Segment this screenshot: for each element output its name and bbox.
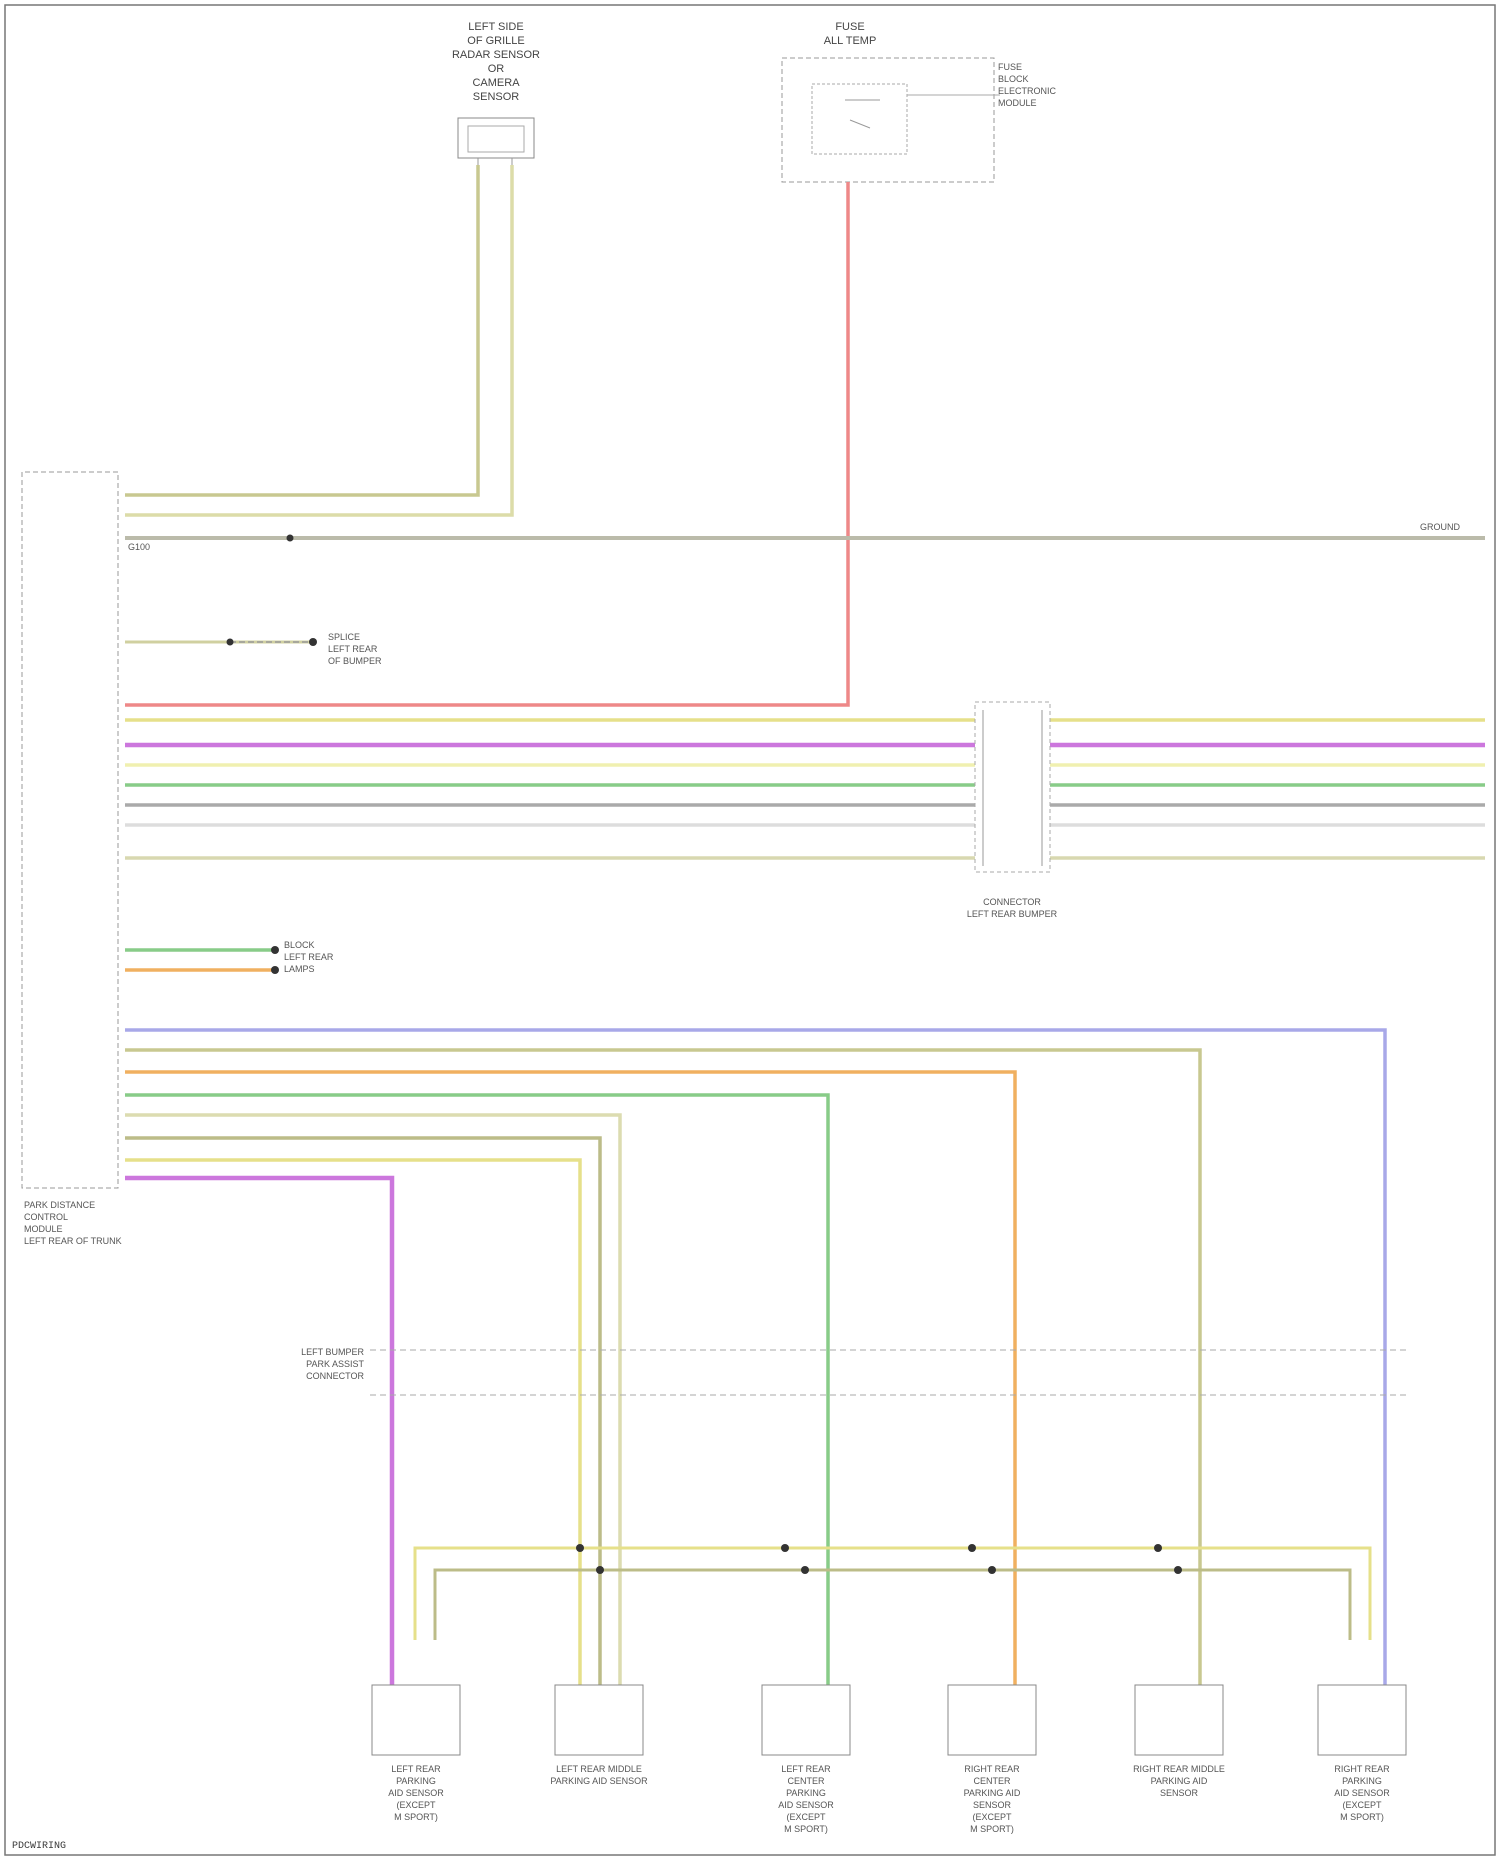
- ground-line: [125, 535, 1485, 542]
- sensor-2-line-1: PARKING AID SENSOR: [550, 1776, 648, 1786]
- label-splice-0: SPLICE: [328, 632, 360, 642]
- label-top-left-2: RADAR SENSOR: [452, 49, 540, 61]
- sensor-3-line-1: CENTER: [787, 1776, 825, 1786]
- sensor-box-1: [372, 1685, 460, 1755]
- sensor-drop-wires: [125, 1030, 1385, 1685]
- footer-code: PDCWIRING: [12, 1841, 66, 1852]
- label-fuse-right-0: FUSE: [998, 62, 1022, 72]
- label-top-left-3: OR: [488, 63, 505, 75]
- labels: LEFT SIDE OF GRILLE RADAR SENSOR OR CAME…: [12, 21, 1460, 1852]
- label-splice-2: OF BUMPER: [328, 656, 382, 666]
- label-blocks-mid-2: LAMPS: [284, 964, 315, 974]
- bottom-sensor-boxes: [372, 1685, 1406, 1755]
- label-top-left-4: CAMERA: [472, 77, 520, 89]
- label-fuse-right-1: BLOCK: [998, 74, 1029, 84]
- sensor-6-line-2: AID SENSOR: [1334, 1788, 1390, 1798]
- sensor-6-line-3: (EXCEPT: [1342, 1800, 1382, 1810]
- label-fuse-0: FUSE: [835, 21, 864, 33]
- sensor-1-line-1: PARKING: [396, 1776, 436, 1786]
- label-fuse-1: ALL TEMP: [824, 35, 877, 47]
- sensor-6-line-1: PARKING: [1342, 1776, 1382, 1786]
- sensor-5-line-0: RIGHT REAR MIDDLE: [1133, 1764, 1225, 1774]
- label-ground-right: GROUND: [1420, 522, 1460, 532]
- label-top-left-1: OF GRILLE: [467, 35, 524, 47]
- label-connector-mid-1: LEFT REAR BUMPER: [967, 909, 1058, 919]
- label-fuse-right-2: ELECTRONIC: [998, 86, 1057, 96]
- grille-sensor-connector: [458, 118, 534, 165]
- bus-wires: [125, 720, 1485, 858]
- label-blocks-mid-1: LEFT REAR: [284, 952, 334, 962]
- splice-bars: [415, 1544, 1370, 1640]
- label-module-3: LEFT REAR OF TRUNK: [24, 1236, 122, 1246]
- sensor-box-5: [1135, 1685, 1223, 1755]
- fuse-feed-wire: [125, 182, 848, 705]
- sensor-4-line-4: (EXCEPT: [972, 1812, 1012, 1822]
- label-splice-1: LEFT REAR: [328, 644, 378, 654]
- sensor-1-line-4: M SPORT): [394, 1812, 438, 1822]
- lamp-block-wires: [125, 946, 279, 974]
- sensor-5-line-2: SENSOR: [1160, 1788, 1199, 1798]
- label-ground-left: G100: [128, 542, 150, 552]
- sensor-3-line-5: M SPORT): [784, 1824, 828, 1834]
- label-connector-lower-1: PARK ASSIST: [306, 1359, 364, 1369]
- outer-frame: [5, 5, 1495, 1855]
- sensor-box-3: [762, 1685, 850, 1755]
- fuse-block: [782, 58, 1000, 182]
- sensor-6-line-4: M SPORT): [1340, 1812, 1384, 1822]
- sensor-3-line-2: PARKING: [786, 1788, 826, 1798]
- sensor-4-line-5: M SPORT): [970, 1824, 1014, 1834]
- sensor-1-line-2: AID SENSOR: [388, 1788, 444, 1798]
- label-module-2: MODULE: [24, 1224, 63, 1234]
- mid-connector: [975, 702, 1050, 872]
- label-connector-lower-2: CONNECTOR: [306, 1371, 364, 1381]
- sensor-4-line-0: RIGHT REAR: [964, 1764, 1020, 1774]
- label-fuse-right-3: MODULE: [998, 98, 1037, 108]
- sensor-box-6: [1318, 1685, 1406, 1755]
- sensor-2-line-0: LEFT REAR MIDDLE: [556, 1764, 642, 1774]
- sensor-3-line-3: AID SENSOR: [778, 1800, 834, 1810]
- label-module-0: PARK DISTANCE: [24, 1200, 95, 1210]
- sensor-3-line-4: (EXCEPT: [786, 1812, 826, 1822]
- sensor-4-line-2: PARKING AID: [964, 1788, 1021, 1798]
- sensor-3-line-0: LEFT REAR: [781, 1764, 831, 1774]
- lower-connector-lines: [370, 1350, 1410, 1395]
- label-blocks-mid-0: BLOCK: [284, 940, 315, 950]
- sensor-4-line-1: CENTER: [973, 1776, 1011, 1786]
- sensor-1-line-0: LEFT REAR: [391, 1764, 441, 1774]
- label-top-left-5: SENSOR: [473, 91, 520, 103]
- sensor-wires-top: [125, 165, 512, 515]
- short-wire-splice: [125, 638, 317, 646]
- label-connector-lower-0: LEFT BUMPER: [301, 1347, 364, 1357]
- sensor-4-line-3: SENSOR: [973, 1800, 1012, 1810]
- label-connector-mid-0: CONNECTOR: [983, 897, 1041, 907]
- sensor-box-2: [555, 1685, 643, 1755]
- sensor-1-line-3: (EXCEPT: [396, 1800, 436, 1810]
- sensor-box-4: [948, 1685, 1036, 1755]
- park-distance-module: [22, 472, 118, 1188]
- sensor-6-line-0: RIGHT REAR: [1334, 1764, 1390, 1774]
- sensor-5-line-1: PARKING AID: [1151, 1776, 1208, 1786]
- label-module-1: CONTROL: [24, 1212, 68, 1222]
- label-top-left-0: LEFT SIDE: [468, 21, 523, 33]
